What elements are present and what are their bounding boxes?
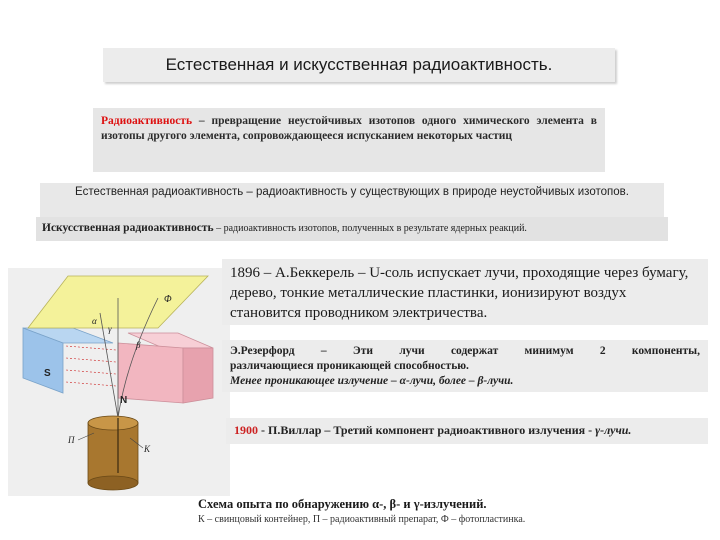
label-n: N: [120, 395, 127, 406]
definition-text: – превращение неустойчивых изотопов одно…: [101, 115, 597, 142]
label-gamma: γ: [108, 324, 112, 334]
rutherford-line-1: Э.Резерфорд – Эти лучи содержат минимум …: [230, 344, 700, 359]
label-k: K: [143, 444, 151, 454]
page-title-text: Естественная и искусственная радиоактивн…: [165, 55, 553, 74]
caption-title: Схема опыта по обнаружению α-, β- и γ-из…: [198, 497, 487, 511]
villard-text: - П.Виллар – Третий компонент радиоактив…: [258, 423, 596, 437]
rutherford-word: компоненты,: [631, 345, 700, 357]
rutherford-word: Э.Резерфорд: [230, 345, 295, 357]
artificial-radioactivity-block: Искусственная радиоактивность – радиоакт…: [36, 217, 668, 241]
rutherford-word: Эти: [352, 345, 373, 357]
villard-year: 1900: [234, 423, 258, 437]
rutherford-word: 2: [599, 345, 606, 357]
rutherford-line-3: Менее проникающее излучение – α-лучи, бо…: [230, 375, 514, 387]
artificial-text: – радиоактивность изотопов, полученных в…: [213, 223, 527, 234]
magnet-right-side: [182, 347, 214, 404]
natural-radioactivity-block: Естественная радиоактивность – радиоакти…: [40, 183, 664, 217]
rutherford-word: лучи: [399, 345, 425, 357]
villard-gamma: γ-лучи.: [595, 423, 632, 437]
page-title: Естественная и искусственная радиоактивн…: [103, 48, 615, 82]
rutherford-line-2: различающиеся проникающей способностью.: [230, 360, 469, 372]
rutherford-word: минимум: [524, 345, 574, 357]
rutherford-word: –: [320, 345, 327, 357]
experiment-diagram: Φ α γ β S N П K: [8, 268, 230, 496]
caption-legend: К – свинцовый контейнер, П – радиоактивн…: [198, 514, 526, 525]
label-alpha: α: [92, 316, 97, 326]
ray-beta: [117, 297, 159, 419]
label-beta: β: [135, 340, 141, 350]
becquerel-block: 1896 – А.Беккерель – U-соль испускает лу…: [222, 259, 708, 325]
label-p: П: [67, 435, 75, 445]
natural-term: Естественная радиоактивность: [75, 186, 244, 198]
experiment-diagram-svg: Φ α γ β S N П K: [22, 275, 214, 491]
definition-term: Радиоактивность: [101, 115, 193, 127]
definition-block: Радиоактивность – превращение неустойчив…: [93, 108, 605, 172]
natural-text: – радиоактивность у существующих в приро…: [243, 186, 629, 198]
magnet-left-front: [22, 327, 64, 394]
label-s: S: [44, 368, 51, 379]
lead-container-body: [87, 422, 139, 484]
lead-container-top: [87, 415, 139, 431]
label-phi: Φ: [164, 294, 172, 305]
villard-block: 1900 - П.Виллар – Третий компонент радио…: [226, 418, 708, 444]
ray-alpha: [99, 312, 119, 419]
rutherford-block: Э.Резерфорд – Эти лучи содержат минимум …: [222, 340, 708, 392]
figure-caption: Схема опыта по обнаружению α-, β- и γ-из…: [198, 497, 648, 527]
becquerel-text: 1896 – А.Беккерель – U-соль испускает лу…: [230, 265, 689, 321]
artificial-term: Искусственная радиоактивность: [42, 222, 214, 234]
rutherford-word: содержат: [450, 345, 499, 357]
